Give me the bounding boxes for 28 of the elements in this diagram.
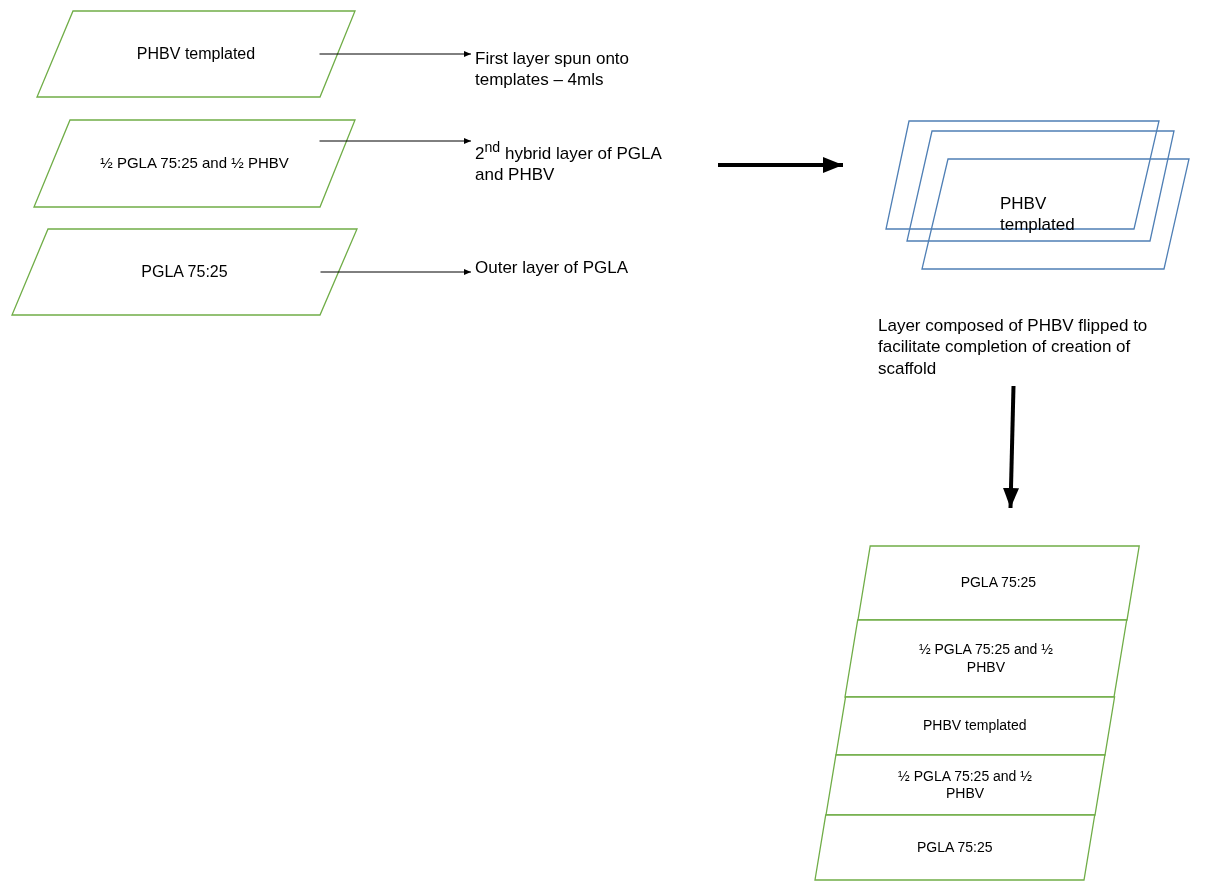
layer-outline	[907, 131, 1174, 241]
note-text: 2$^{nd}$ hybrid layer of PGLA and PHBV	[475, 138, 663, 186]
layer-label: PHBV templated	[923, 717, 1027, 735]
arrow	[319, 138, 472, 144]
layer-label: PHBV templated	[136, 44, 256, 64]
layer-parallelogram	[835, 697, 1115, 755]
layer-parallelogram	[12, 229, 357, 315]
layer-parallelogram	[857, 546, 1139, 620]
note-text: First layer spun onto templates – 4mls	[475, 47, 630, 91]
arrow	[320, 269, 472, 275]
layer-label: ½ PGLA 75:25 and ½ PHBV	[917, 641, 1054, 676]
layer-label: PHBV templated	[1000, 192, 1076, 236]
layer-label: PGLA 75:25	[916, 838, 993, 857]
layer-parallelogram	[825, 755, 1105, 815]
layer-parallelogram	[814, 815, 1095, 880]
layer-label: ½ PGLA 75:25 and ½ PHBV	[897, 767, 1033, 803]
arrow	[319, 51, 472, 57]
layer-label: PGLA 75:25	[141, 262, 228, 282]
layer-parallelogram	[34, 120, 355, 207]
note-text: Layer composed of PHBV flipped to facilitate completion of creation of scaffold	[878, 315, 1149, 379]
note-text: Outer layer of PGLA	[475, 257, 629, 279]
arrow	[1003, 385, 1019, 509]
layer-parallelogram	[37, 11, 355, 97]
layer-label: PGLA 75:25	[960, 574, 1037, 592]
arrow	[718, 157, 843, 173]
layer-parallelogram	[845, 620, 1127, 697]
layer-label: ½ PGLA 75:25 and ½ PHBV	[100, 154, 289, 173]
layer-parallelogram	[922, 159, 1189, 269]
